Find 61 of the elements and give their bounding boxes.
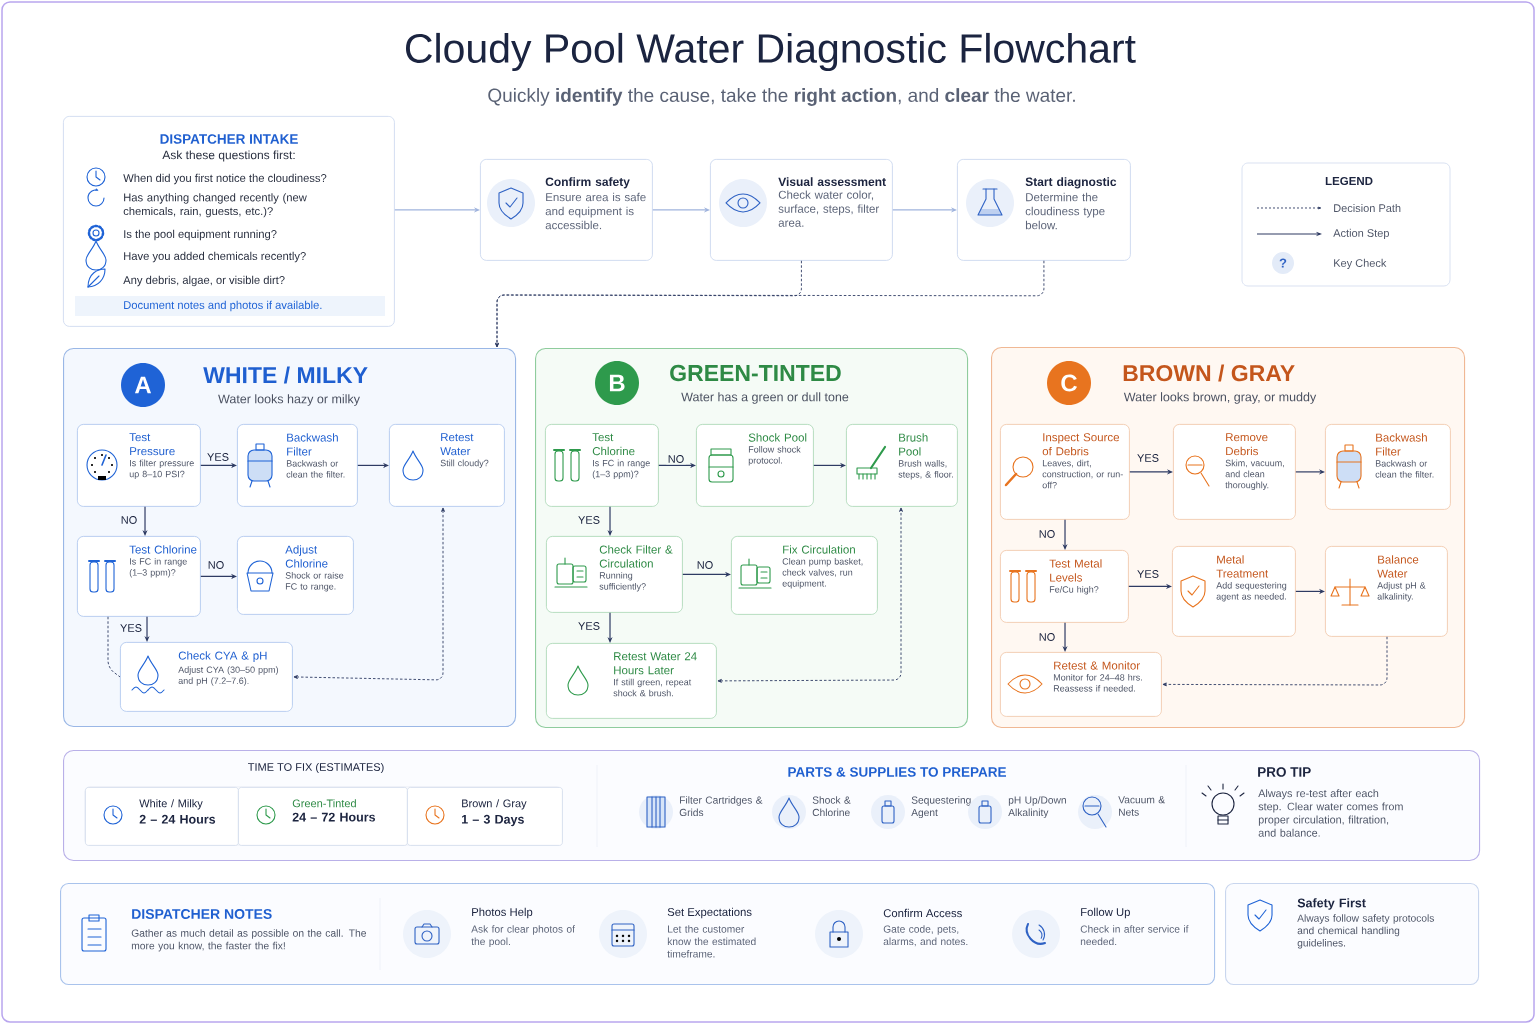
letter-badge: B <box>595 361 639 405</box>
edge-label: NO <box>119 514 139 526</box>
process-box: Test Pressure Is filter pressure up 8–10 PSI? <box>77 424 201 507</box>
process-box: Metal Treatment Add sequestering agent as needed. <box>1172 546 1296 637</box>
process-box: Visual assessment Check water color, surface, steps, filter area. <box>710 159 893 261</box>
process-box: Check Filter & Circulation Running sufficiently? <box>546 536 683 613</box>
arrow <box>1128 583 1172 589</box>
dashed-arrow <box>495 260 1045 348</box>
edge-label: NO <box>1037 528 1057 540</box>
edge-label: YES <box>576 620 602 632</box>
process-box: Backwash Filter Backwash or clean the filter. <box>237 424 358 507</box>
process-box: Shock Pool Follow shock protocol. <box>696 424 814 507</box>
edge-label: NO <box>206 559 226 571</box>
process-box: Safety First Always follow safety protocols and chemical handling guidelines. <box>1225 883 1480 986</box>
arrow <box>682 571 731 577</box>
legend-text: Key Check <box>1334 258 1387 270</box>
process-box: Fix Circulation Clean pump basket, check valves, run equipment. <box>731 536 878 615</box>
arrow <box>1295 588 1325 594</box>
process-box: Balance Water Adjust pH & alkalinity. <box>1325 546 1448 637</box>
process-box: Inspect Source of Debris Leaves, dirt, construction, or run-off? <box>1000 424 1130 520</box>
edge-label: NO <box>695 559 715 571</box>
process-box: Adjust Chlorine Shock or raise FC to range. <box>237 536 354 615</box>
process-box: Retest Water Still cloudy? <box>389 424 505 507</box>
process-box: Check CYA & pH Adjust CYA (30–50 ppm) and pH (7.2–7.6). <box>120 642 293 712</box>
process-box: Test Chlorine Is FC in range (1–3 ppm)? <box>77 536 201 617</box>
process-box: Remove Debris Skim, vacuum, and clean thoroughly. <box>1173 424 1296 520</box>
edge-label: NO <box>1037 631 1057 643</box>
process-box: Brush Pool Brush walls, steps, & floor. <box>846 424 958 507</box>
process-box: Test Metal Levels Fe/Cu high? <box>1000 550 1129 623</box>
time-cell: Brown / Gray 1 – 3 Days <box>407 787 563 846</box>
arrow <box>813 462 846 468</box>
arrow <box>200 573 237 579</box>
letter-badge: A <box>121 363 165 407</box>
edge-label: YES <box>1135 568 1161 580</box>
process-box: Confirm safety Ensure area is safe and equipment is accessible. <box>480 159 653 261</box>
subtitle: Quickly identify the cause, take the right action, and clear the water. <box>488 88 1075 106</box>
edge-label: YES <box>205 451 231 463</box>
arrow <box>357 462 389 468</box>
dashed-arrow <box>1162 636 1388 687</box>
process-box: Start diagnostic Determine the cloudiness type below. <box>957 159 1131 261</box>
letter-badge: C <box>1047 361 1091 405</box>
edge-label: YES <box>118 622 144 634</box>
process-box: Retest Water 24 Hours Later If still green, repeat shock & brush. <box>546 643 717 719</box>
edge-label: NO <box>666 453 686 465</box>
title: Cloudy Pool Water Diagnostic Flowchart <box>406 32 1136 72</box>
process-box: Backwash Filter Backwash or clean the filter. <box>1325 424 1451 510</box>
time-cell: White / Milky 2 – 24 Hours <box>85 787 239 846</box>
arrow <box>200 462 237 468</box>
intake-card: DISPATCHER INTAKE Ask these questions first: When did you first notice the cloudiness? Has anything changed recently (new chemicals, rain, guests, etc.)? Is the pool equipment running? Have you added chemicals recently? Any debris, algae, or visible dirt? Document notes and photos if available. <box>63 116 395 327</box>
edge-label: YES <box>576 514 602 526</box>
edge-label: YES <box>1135 452 1161 464</box>
dashed-arrow <box>717 507 903 683</box>
dashed-arrow <box>293 507 445 681</box>
time-cell: Green-Tinted 24 – 72 Hours <box>238 787 408 846</box>
legend-text: Decision Path <box>1334 203 1401 213</box>
legend-text: Action Step <box>1333 228 1389 240</box>
process-box: Test Chlorine Is FC in range (1–3 ppm)? <box>545 424 659 507</box>
key-check-badge: ? <box>1272 252 1294 274</box>
arrow <box>658 462 696 468</box>
notes-band: DISPATCHER NOTES Gather as much detail as possible on the call. The more you know, the faster the fix! Photos Help Ask for clear photos of the pool. Set Expectations Let the customer know the estimated timeframe. Confirm Access Gate code, pets, alarms, and notes. Follow Up Check in after service if needed. <box>60 883 1216 986</box>
process-box: Retest & Monitor Monitor for 24–48 hrs. Reassess if needed. <box>1000 652 1162 717</box>
